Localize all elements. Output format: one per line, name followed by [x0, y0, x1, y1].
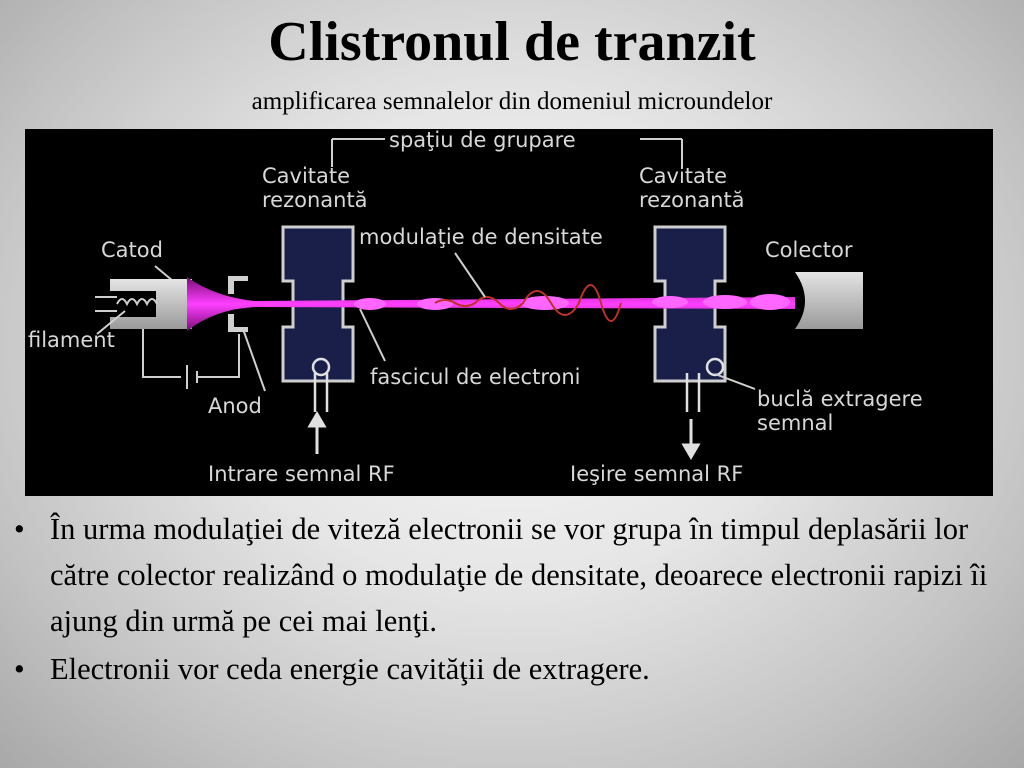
klystron-diagram: spaţiu de grupare Cavitate rezonantă Cav…: [25, 129, 993, 496]
label-cavity1-line2: rezonantă: [262, 188, 368, 212]
bullet-item: • În urma modulaţiei de viteză electroni…: [14, 506, 1014, 644]
slide-subtitle: amplificarea semnalelor din domeniul mic…: [251, 88, 773, 115]
label-cavity2-line2: rezonantă: [639, 188, 745, 212]
density-pointer: [454, 252, 486, 298]
beam-pointer: [359, 308, 386, 362]
label-rf-input: Intrare semnal RF: [208, 462, 395, 486]
label-filament: filament: [28, 328, 115, 352]
label-cavity1-line1: Cavitate: [262, 164, 350, 188]
grouping-space-bracket: [331, 138, 683, 167]
slide-title: Clistronul de tranzit: [268, 11, 756, 73]
cathode-body: [95, 279, 192, 329]
label-extraction-loop-line2: semnal: [757, 411, 833, 435]
cathode-pointer: [154, 265, 174, 282]
bullet-marker: •: [14, 652, 25, 686]
supply-circuit: [142, 329, 240, 389]
bullet-marker: •: [14, 512, 25, 546]
label-cavity2-line1: Cavitate: [639, 164, 727, 188]
rf-input-arrow: [307, 411, 327, 454]
bullet-item: • Electronii vor ceda energie cavităţii …: [14, 646, 1014, 692]
label-collector: Colector: [765, 238, 853, 262]
collector: [795, 272, 863, 329]
density-wave: [434, 284, 622, 322]
filament-pointer: [96, 310, 126, 335]
input-cavity: [281, 225, 355, 412]
bullet-list: • În urma modulaţiei de viteză electroni…: [14, 506, 1014, 694]
rf-output-arrow: [681, 419, 701, 460]
anode-pointer: [242, 328, 266, 392]
label-cathode: Catod: [101, 238, 163, 262]
label-grouping-space: spaţiu de grupare: [389, 129, 576, 152]
label-extraction-loop-line1: buclă extragere: [757, 387, 923, 411]
bullet-text: Electronii vor ceda energie cavităţii de…: [50, 652, 650, 686]
electron-beam: [187, 277, 795, 331]
loop-pointer: [714, 373, 756, 390]
label-rf-output: Ieşire semnal RF: [570, 462, 743, 486]
bullet-text: În urma modulaţiei de viteză electronii …: [50, 512, 988, 638]
anode: [228, 276, 248, 332]
label-anode: Anod: [208, 394, 262, 418]
label-density-modulation: modulaţie de densitate: [359, 225, 603, 249]
label-electron-beam: fascicul de electroni: [370, 365, 581, 389]
output-cavity: [653, 225, 727, 412]
